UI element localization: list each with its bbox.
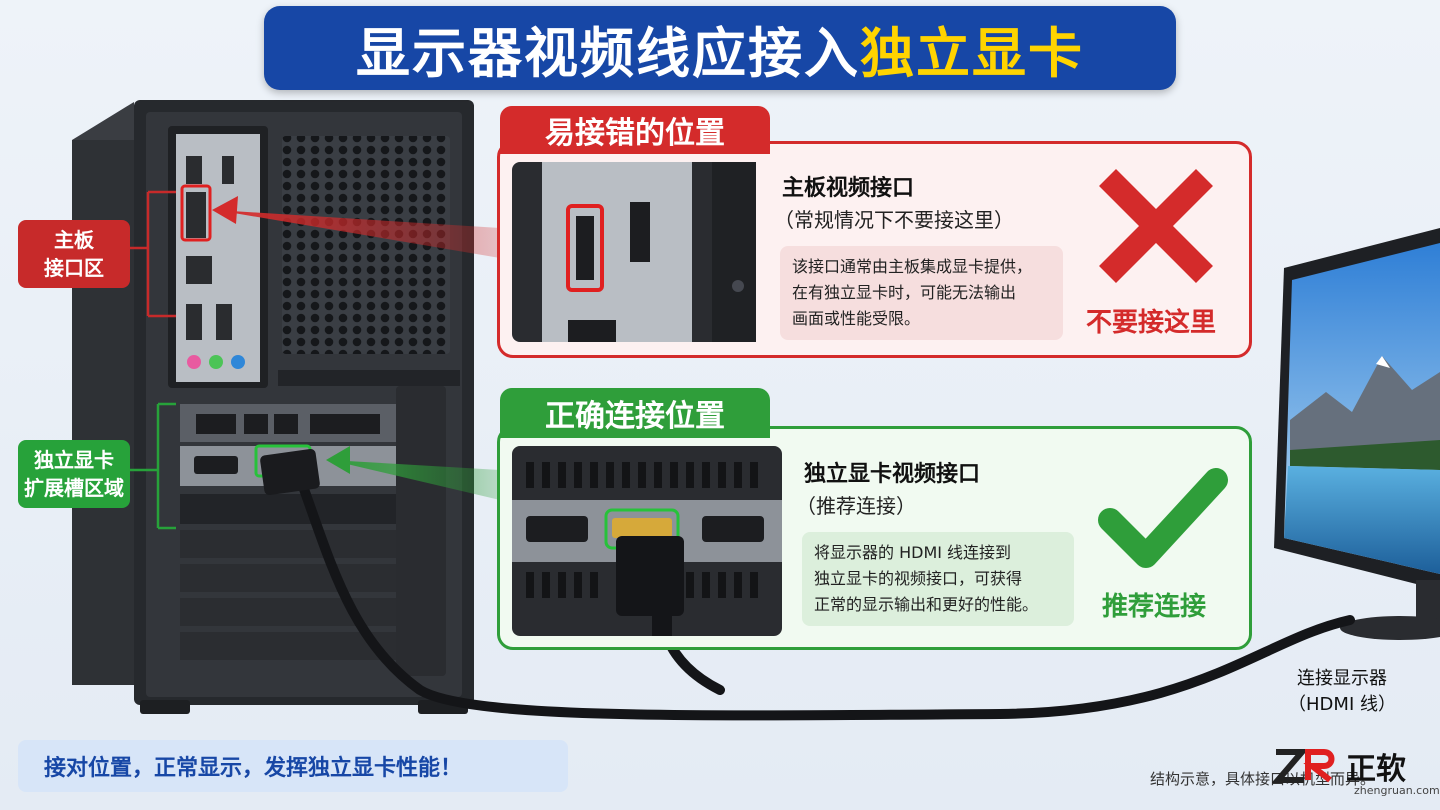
zr-logo-icon [1272,749,1335,783]
right-desc-line1: 将显示器的 HDMI 线连接到 [814,543,1012,562]
hdmi-cable [295,473,1355,721]
title-main: 显示器视频线应接入 [356,21,860,85]
monitor-caption-line2: （HDMI 线） [1288,694,1396,715]
title-banner: 显示器视频线应接入独立显卡 [264,6,1176,90]
wrong-port-description: 该接口通常由主板集成显卡提供， 在有独立显卡时，可能无法输出 画面或性能受限。 [780,246,1063,340]
pc-case [72,100,474,714]
monitor-caption: 连接显示器 （HDMI 线） [1262,666,1422,718]
wrong-desc-line1: 该接口通常由主板集成显卡提供， [792,257,1033,276]
brand-url: zhengruan.com [1354,784,1440,797]
bottom-slogan: 接对位置，正常显示，发挥独立显卡性能！ [18,740,568,792]
checkmark-icon [1098,468,1228,568]
brand-name: 正软 [1346,752,1406,787]
io-shield [168,126,268,388]
wrong-verdict: 不要接这里 [1086,308,1217,338]
correct-verdict: 推荐连接 [1102,592,1207,622]
motherboard-port-closeup [512,162,756,342]
monitor [1274,228,1440,640]
fan-grill [282,136,450,354]
correct-port-description: 将显示器的 HDMI 线连接到 独立显卡的视频接口，可获得 正常的显示输出和更好… [802,532,1074,626]
mb-bracket [130,190,176,318]
cross-icon [1099,169,1213,283]
motherboard-label-line2: 接口区 [44,256,104,280]
correct-port-subtitle: （推荐连接） [796,494,916,518]
brand-logo: 正软 zhengruan.com [1272,744,1440,804]
motherboard-io-label: 主板 接口区 [18,220,130,288]
correct-position-tab: 正确连接位置 [500,388,770,438]
expansion-slots [180,386,446,676]
wrong-port-title: 主板视频接口 [782,176,915,201]
wrong-desc-line3: 画面或性能受限。 [792,309,921,328]
wrong-position-tab: 易接错的位置 [500,106,770,154]
motherboard-label-line1: 主板 [54,228,94,252]
right-desc-line2: 独立显卡的视频接口，可获得 [814,569,1023,588]
gpu-bracket [130,402,176,530]
gpu-slot-label: 独立显卡 扩展槽区域 [18,440,130,508]
green-pointer-arrow [330,460,500,500]
monitor-caption-line1: 连接显示器 [1297,668,1387,689]
right-desc-line3: 正常的显示输出和更好的性能。 [814,595,1039,614]
wrong-port-subtitle: （常规情况下不要接这里） [774,208,1014,232]
gpu-label-line2: 扩展槽区域 [24,476,124,500]
wrong-desc-line2: 在有独立显卡时，可能无法输出 [792,283,1017,302]
title-highlight: 独立显卡 [860,21,1084,85]
correct-port-title: 独立显卡视频接口 [804,462,981,487]
red-pointer-arrow [216,210,500,258]
gpu-port-closeup [512,446,782,636]
gpu-label-line1: 独立显卡 [34,448,114,472]
